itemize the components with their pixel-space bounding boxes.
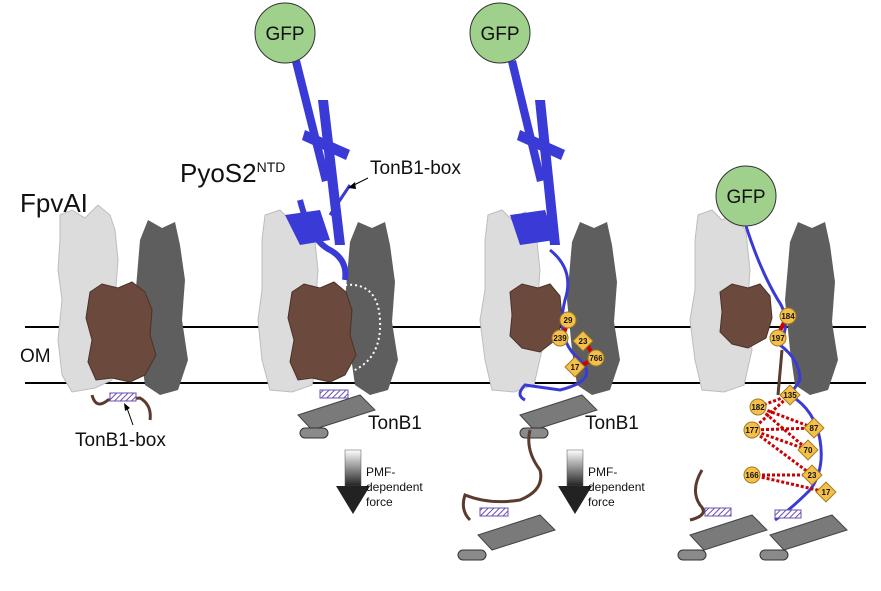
- gfp-label: GFP: [265, 24, 304, 45]
- plug-domain: [719, 283, 773, 349]
- svg-text:184: 184: [781, 312, 795, 321]
- svg-text:182: 182: [751, 403, 765, 412]
- tonb1-box-pointer: [126, 407, 134, 426]
- tonb1-box-strand: [109, 392, 137, 402]
- barrel-right-dark: [567, 222, 620, 395]
- pyocin-helix-1: [292, 60, 330, 182]
- pmf-label-line3: force: [366, 495, 393, 509]
- pmf-arrow: [336, 449, 370, 514]
- pyocin-unfolded-chain: [518, 248, 589, 402]
- pmf-arrow: [558, 449, 592, 514]
- pyocin-strand: [302, 130, 350, 160]
- panel-3-translocation: 29 239 23 766 17: [457, 2, 620, 561]
- svg-text:197: 197: [771, 334, 785, 343]
- tonb1-linker: [461, 429, 543, 522]
- marker-184: 184: [779, 307, 797, 325]
- tonb1-ctd-helix: [677, 549, 707, 561]
- marker-70: 70: [797, 439, 819, 461]
- tonb1-ctd-sheet: [769, 514, 848, 551]
- marker-87: 87: [803, 417, 825, 439]
- marker-182: 182: [749, 398, 767, 416]
- tonb1-helix: [299, 427, 329, 439]
- gfp-sphere: [469, 2, 531, 64]
- tonb1-linker: [689, 469, 705, 522]
- tonb1-ctd-helix: [759, 549, 789, 561]
- marker-17: 17: [564, 356, 586, 378]
- tonb1-label: TonB1: [585, 413, 639, 434]
- pyocin-helix-1: [508, 60, 545, 182]
- svg-text:70: 70: [804, 446, 813, 455]
- tonb1-box-strand: [319, 389, 349, 399]
- pyocin-unfolded-chain: [744, 225, 823, 522]
- svg-text:29: 29: [564, 316, 573, 325]
- pyocin-ntd-body: [510, 210, 555, 245]
- crosslink-network: [750, 393, 827, 494]
- svg-text:239: 239: [553, 334, 567, 343]
- svg-text:177: 177: [745, 426, 759, 435]
- marker-177: 177: [743, 421, 761, 439]
- barrel-right-dark: [345, 222, 398, 395]
- svg-text:766: 766: [589, 354, 603, 363]
- marker-166: 166: [743, 466, 761, 484]
- svg-text:135: 135: [783, 391, 797, 400]
- tonb1-helix: [519, 427, 549, 439]
- pyocin-strand: [517, 130, 565, 160]
- tonb1-box-strand: [479, 507, 509, 517]
- tonb1-ctd-sheet: [689, 514, 768, 551]
- panel-2-pyos2-bound: [254, 2, 398, 514]
- tonb1-label: TonB1: [368, 413, 422, 434]
- tonb1-sheet: [519, 394, 598, 431]
- marker-23: 23: [572, 330, 594, 352]
- pyos2-label: PyoS2NTD: [180, 158, 285, 188]
- marker-29: 29: [559, 311, 577, 329]
- svg-text:166: 166: [745, 471, 759, 480]
- svg-text:23: 23: [808, 471, 817, 480]
- tonb1-box-strand: [704, 507, 732, 517]
- gfp-label: GFP: [726, 187, 765, 208]
- tonb1-box-arrowhead: [124, 403, 130, 411]
- plug-domain: [287, 281, 357, 383]
- marker-239: 239: [551, 329, 569, 347]
- svg-text:17: 17: [822, 488, 831, 497]
- panel-4-crosslinked: 184 197 182 177 166 135 87 70 23 17: [677, 165, 848, 561]
- plug-domain: [509, 283, 563, 353]
- svg-text:87: 87: [810, 424, 819, 433]
- svg-text:23: 23: [579, 337, 588, 346]
- tonb1-ctd-sheet: [477, 514, 556, 551]
- gfp-sphere: [254, 2, 316, 64]
- pmf-label-line1: PMF-: [366, 465, 395, 479]
- pmf-label-line1: PMF-: [588, 465, 617, 479]
- plug-domain: [85, 281, 157, 383]
- barrel-right-dark: [785, 222, 838, 395]
- panel-1-fpvai: [57, 204, 188, 426]
- tonb1-box-label: TonB1-box: [75, 430, 166, 451]
- pmf-label-line3: force: [588, 495, 615, 509]
- pmf-label-line2: dependent: [366, 480, 423, 494]
- marker-766: 766: [587, 349, 605, 367]
- svg-text:17: 17: [571, 363, 580, 372]
- marker-197: 197: [769, 329, 787, 347]
- om-label: OM: [20, 346, 51, 367]
- pyocin-ntd-body: [285, 210, 330, 245]
- marker-23: 23: [801, 464, 823, 486]
- pyocin-helix-2: [318, 100, 345, 245]
- plug-linker: [776, 349, 784, 396]
- pyocin-helix-2: [535, 100, 560, 245]
- pyocin-tonb1-box-tail: [328, 184, 352, 216]
- marker-17: 17: [815, 481, 837, 503]
- tonb1-sheet: [297, 394, 376, 431]
- tonb1-box-strand: [774, 509, 802, 519]
- tonb1-ctd-helix: [457, 549, 487, 561]
- marker-135: 135: [779, 384, 801, 406]
- pmf-label-line2: dependent: [588, 480, 645, 494]
- tonb1-box-arrowhead: [348, 182, 356, 189]
- gfp-label: GFP: [480, 24, 519, 45]
- fpvai-label: FpvAI: [20, 188, 88, 218]
- pyos2-tonb1-box-label: TonB1-box: [370, 158, 461, 179]
